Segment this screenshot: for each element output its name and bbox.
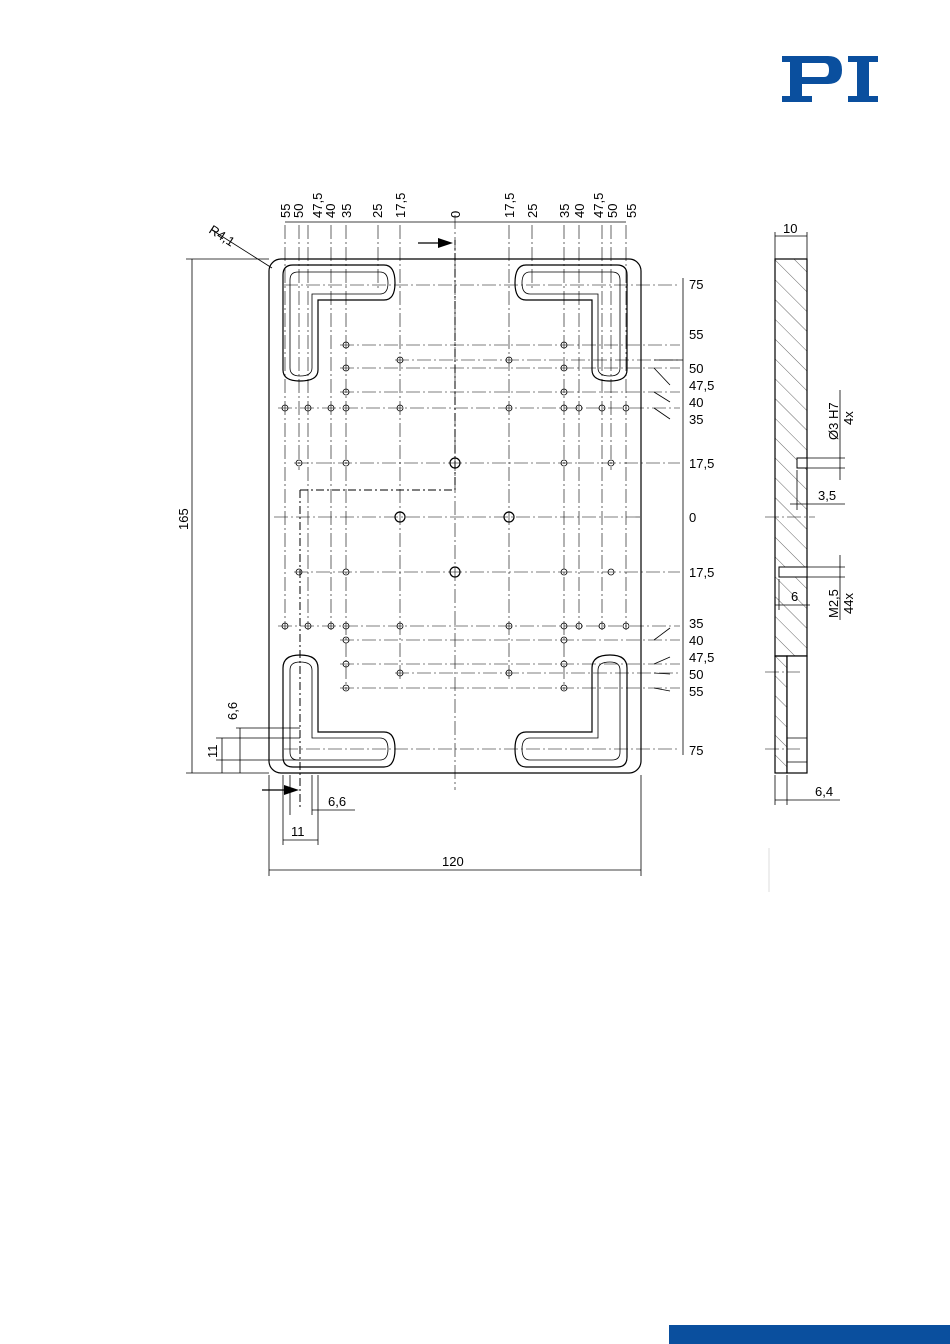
right-label: 75 (689, 277, 703, 292)
top-label: 55 (624, 204, 639, 218)
height-label: 165 (176, 508, 191, 530)
slot-offset-label-bottom: 11 (291, 824, 305, 839)
radius-label: R4,1 (206, 222, 237, 250)
right-dimension-labels: 75 55 50 47,5 40 35 17,5 0 17,5 35 40 47… (689, 277, 714, 758)
side-recess-label: 6,4 (815, 784, 833, 799)
footer-bar (669, 1325, 950, 1344)
side-view (765, 259, 815, 892)
side-thread-depth-label: 6 (791, 589, 798, 604)
right-label: 40 (689, 395, 703, 410)
top-label: 0 (448, 211, 463, 218)
right-label: 50 (689, 361, 703, 376)
top-label: 47,5 (591, 193, 606, 218)
top-dimension-labels: 55 50 47,5 40 35 25 17,5 0 17,5 25 35 40… (278, 193, 639, 218)
top-label: 40 (572, 204, 587, 218)
right-label: 0 (689, 510, 696, 525)
reference-arrow-bottom (262, 785, 299, 795)
right-label: 17,5 (689, 456, 714, 471)
top-label: 35 (557, 204, 572, 218)
right-label: 17,5 (689, 565, 714, 580)
top-label: 40 (323, 204, 338, 218)
side-pin-spec-label: Ø3 H7 (826, 402, 841, 440)
top-label: 25 (525, 204, 540, 218)
right-label: 40 (689, 633, 703, 648)
side-thickness-label: 10 (783, 221, 797, 236)
top-label: 50 (291, 204, 306, 218)
top-label: 17,5 (502, 193, 517, 218)
slot-width-label-bottom: 6,6 (328, 794, 346, 809)
right-label: 35 (689, 412, 703, 427)
top-label: 35 (339, 204, 354, 218)
side-thread-count-label: 44x (841, 593, 856, 614)
right-label: 50 (689, 667, 703, 682)
side-thread-spec-label: M2,5 (826, 589, 841, 618)
right-label: 35 (689, 616, 703, 631)
slot-offset-label-left: 11 (205, 745, 220, 759)
hole-pattern (282, 342, 629, 691)
slot-width-label-left: 6,6 (225, 702, 240, 720)
right-label: 75 (689, 743, 703, 758)
width-label: 120 (442, 854, 464, 869)
technical-drawing: 55 50 47,5 40 35 25 17,5 0 17,5 25 35 40… (0, 0, 950, 900)
reference-arrow-top (418, 238, 453, 248)
pin-holes (395, 458, 514, 577)
right-label: 55 (689, 327, 703, 342)
right-label: 55 (689, 684, 703, 699)
right-label: 47,5 (689, 650, 714, 665)
side-pin-count-label: 4x (841, 411, 856, 425)
side-pin-depth-label: 3,5 (818, 488, 836, 503)
slot-bottom-right (515, 655, 627, 767)
top-label: 50 (605, 204, 620, 218)
top-label: 17,5 (393, 193, 408, 218)
right-label: 47,5 (689, 378, 714, 393)
top-label: 25 (370, 204, 385, 218)
